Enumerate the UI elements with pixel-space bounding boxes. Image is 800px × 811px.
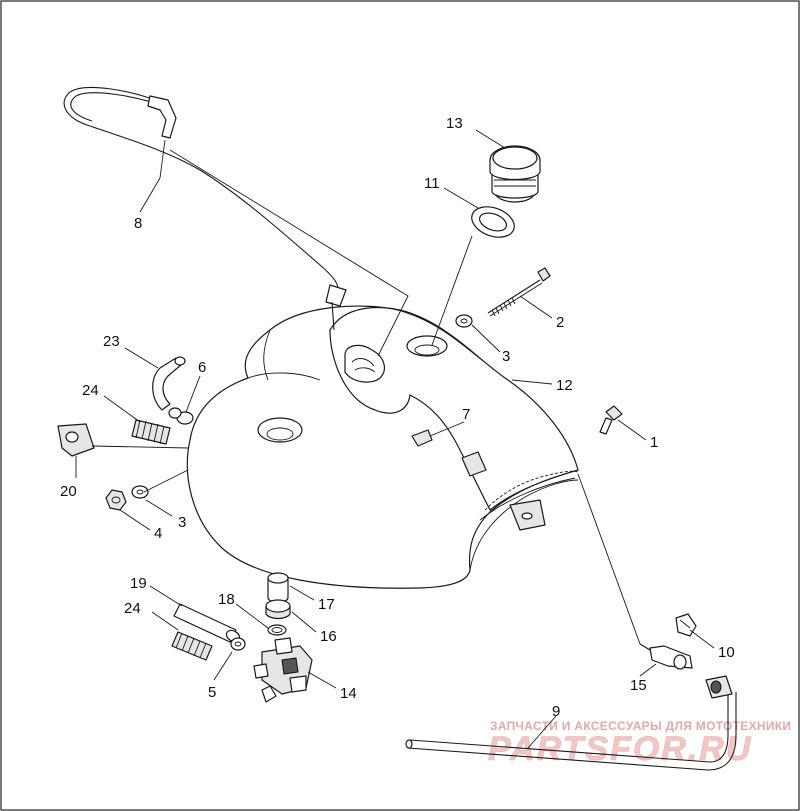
callout-11: 11 (424, 175, 440, 192)
mounting-bolt-long (487, 267, 551, 317)
petcock-nut (265, 599, 291, 620)
watermark-tagline: ЗАПЧАСТИ И АКСЕССУАРЫ ДЛЯ МОТОТЕХНИКИ (490, 719, 791, 733)
o-ring (267, 624, 287, 636)
callout-19: 19 (130, 575, 147, 592)
callout-16: 16 (320, 628, 337, 645)
cap-gasket (471, 206, 515, 238)
gas-cap (489, 145, 541, 203)
hose-spring-lower (171, 631, 213, 661)
fuel-tank (186, 305, 579, 589)
callout-13: 13 (446, 115, 463, 132)
callout-7: 7 (462, 406, 470, 423)
check-valve (639, 643, 693, 670)
nut (105, 489, 127, 511)
hose-clamp-upper (168, 407, 194, 425)
washer-upper (455, 314, 473, 328)
callout-1: 1 (650, 434, 658, 451)
callout-6: 6 (198, 359, 206, 376)
callout-23: 23 (103, 333, 120, 350)
callout-3-lower: 3 (178, 514, 186, 531)
callout-17: 17 (318, 596, 335, 613)
washer-lower (131, 485, 149, 499)
callout-3-upper: 3 (502, 348, 510, 365)
hose-clamp-lower (230, 637, 246, 651)
callout-18: 18 (218, 591, 235, 608)
callout-2: 2 (556, 314, 564, 331)
callout-15: 15 (630, 677, 647, 694)
vent-tube (405, 675, 737, 771)
callout-8: 8 (134, 215, 142, 232)
callout-14: 14 (340, 685, 357, 702)
callout-24-lower: 24 (124, 600, 141, 617)
callout-4: 4 (154, 525, 162, 542)
callout-10: 10 (718, 644, 735, 661)
callout-9: 9 (552, 703, 560, 720)
callout-24-upper: 24 (82, 382, 99, 399)
callout-5: 5 (208, 684, 216, 701)
callout-numbers: 13 11 2 3 12 1 7 8 23 6 24 20 3 4 19 18 … (60, 115, 735, 720)
hose-sleeve (173, 603, 241, 643)
crossover-hose (152, 356, 186, 411)
mounting-bolt-short (599, 405, 623, 435)
fuel-filter (267, 572, 289, 604)
callout-12: 12 (556, 377, 573, 394)
callout-20: 20 (60, 483, 77, 500)
vent-hose (63, 86, 347, 331)
hose-spring-upper (131, 419, 171, 445)
leader-lines (75, 129, 715, 749)
fuel-petcock (253, 637, 313, 703)
mounting-bracket (57, 423, 95, 457)
